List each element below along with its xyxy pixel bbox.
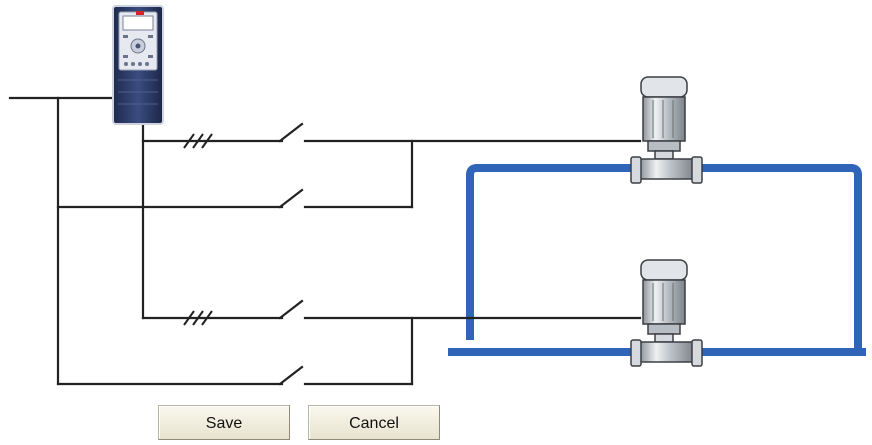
frequency-converter-icon — [112, 5, 164, 125]
cancel-button[interactable]: Cancel — [308, 405, 440, 440]
pump-icon — [630, 76, 703, 184]
contactor-switch-icon — [278, 122, 304, 143]
contactor-switch-icon — [278, 299, 304, 320]
save-button[interactable]: Save — [158, 405, 290, 440]
pump-icon — [630, 259, 703, 367]
three-phase-marker-icon — [183, 133, 213, 149]
three-phase-marker-icon — [183, 310, 213, 326]
wiring — [8, 96, 642, 386]
contactor-switch-icon — [278, 188, 304, 209]
contactor-switch-icon — [278, 365, 304, 386]
